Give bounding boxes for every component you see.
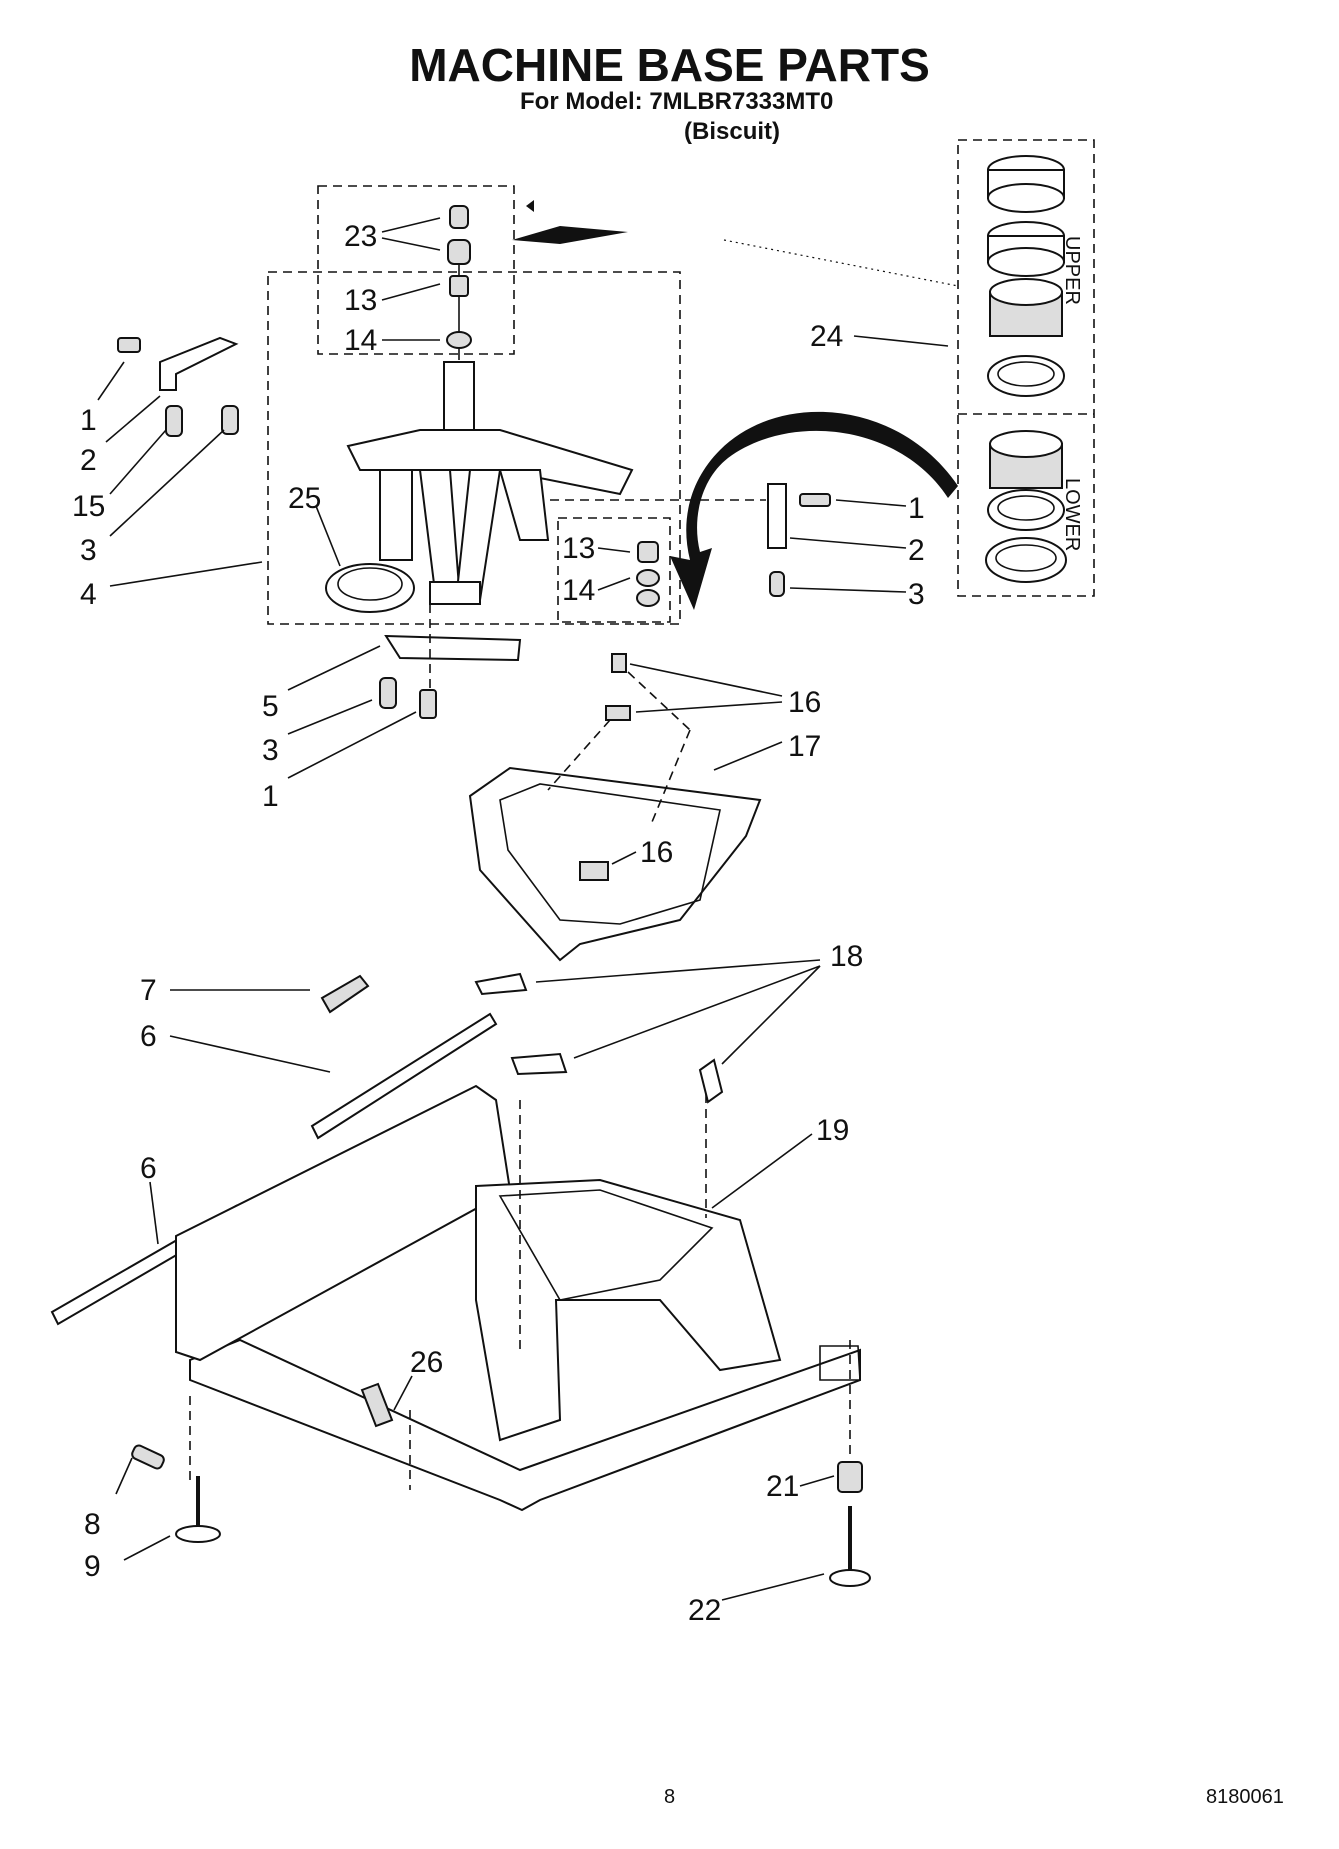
left-bracket-parts (117, 336, 239, 437)
callout-8: 8 (84, 1508, 101, 1541)
callout-17: 17 (788, 730, 821, 763)
callout-1-right: 1 (908, 492, 925, 525)
clutch-lower-parts (985, 430, 1067, 583)
doc-number: 8180061 (1206, 1786, 1284, 1808)
part-1-bolt-right (799, 493, 831, 507)
part-18-pad-c (698, 1058, 724, 1104)
part-2-bracket-left (159, 336, 239, 391)
part-22-foot (829, 1569, 871, 1587)
part-13 (449, 275, 469, 297)
part-25-ring (325, 563, 415, 613)
part-19-crossmember (475, 1178, 782, 1442)
lower-label: LOWER (1061, 478, 1083, 551)
model-line: For Model: 7MLBR7333MT0 (520, 88, 834, 115)
callout-1-left: 1 (80, 404, 97, 437)
page-title: MACHINE BASE PARTS (409, 39, 930, 91)
part-15-spring (165, 405, 183, 437)
base-casting (346, 361, 634, 605)
base-frame (175, 1084, 861, 1512)
part-21-nut (837, 1461, 863, 1493)
part-16-clip-upper (611, 653, 627, 673)
part-17-frame (468, 653, 762, 962)
callout-13-lower: 13 (562, 532, 595, 565)
large-curved-arrow (670, 411, 958, 610)
callout-13-upper: 13 (344, 284, 377, 317)
part-6-rail-upper (310, 1012, 498, 1140)
lower-snubber-parts (636, 541, 660, 607)
snubber-group-box (317, 185, 515, 355)
callout-4: 4 (80, 578, 97, 611)
part-23-lower (447, 239, 471, 265)
callout-3-left: 3 (80, 534, 97, 567)
page-number: 8 (664, 1786, 676, 1808)
snubber-parts (446, 205, 472, 360)
part-3-spring-right (769, 571, 785, 597)
part-23-upper (449, 205, 469, 229)
part-7-spring (320, 974, 370, 1014)
callout-7: 7 (140, 974, 157, 1007)
callout-21: 21 (766, 1470, 799, 1503)
part-2-bracket-right (767, 483, 787, 549)
part-14 (446, 331, 472, 349)
callout-14-lower: 14 (562, 574, 595, 607)
base-assembly-box (267, 271, 681, 625)
callout-22: 22 (688, 1594, 721, 1627)
casting-leg (418, 469, 462, 601)
part-1-bolt-left (117, 337, 141, 353)
callout-3-right: 3 (908, 578, 925, 611)
snubber-group-box-lower (557, 517, 671, 623)
part-16-clip-lower (579, 861, 609, 881)
callout-16-upper: 16 (788, 686, 821, 719)
leveling-parts (131, 1382, 871, 1587)
callout-26: 26 (410, 1346, 443, 1379)
part-5-bracket (384, 634, 522, 662)
clutch-inset-box (957, 139, 1095, 597)
color-line: (Biscuit) (684, 118, 780, 145)
callout-24: 24 (810, 320, 843, 353)
callout-25: 25 (288, 482, 321, 515)
callout-2-left: 2 (80, 444, 97, 477)
callout-6-upper: 6 (140, 1020, 157, 1053)
left-side-frame (175, 1084, 512, 1362)
callout-2-right: 2 (908, 534, 925, 567)
part-16-clip-mid (605, 705, 631, 721)
callout-1-lower: 1 (262, 780, 279, 813)
right-bracket-parts (550, 483, 831, 597)
callout-15: 15 (72, 490, 105, 523)
callout-23: 23 (344, 220, 377, 253)
upper-label: UPPER (1061, 236, 1083, 305)
part-18-pad-b (510, 1052, 568, 1076)
callout-16-lower: 16 (640, 836, 673, 869)
clutch-upper-parts (987, 155, 1065, 397)
part-3-spring-left (221, 405, 239, 435)
part-18-pad-a (474, 972, 528, 996)
part-3-spring-lower (379, 677, 397, 709)
callout-19: 19 (816, 1114, 849, 1147)
callout-5: 5 (262, 690, 279, 723)
callout-9: 9 (84, 1550, 101, 1583)
part-9-foot (175, 1525, 221, 1543)
part-8-pin (131, 1444, 165, 1470)
callout-6-lower: 6 (140, 1152, 157, 1185)
callout-14-upper: 14 (344, 324, 377, 357)
lower-hanger-parts (379, 604, 522, 719)
inset-leader (723, 239, 959, 287)
leader-lines (97, 217, 949, 1601)
callout-18: 18 (830, 940, 863, 973)
pointer-arrow (512, 226, 628, 244)
part-1-bolt-lower (419, 689, 437, 719)
part-26-clip (360, 1382, 394, 1428)
callout-numbers: 23 13 14 24 1 2 15 3 4 25 13 14 1 2 3 5 … (72, 220, 925, 1627)
callout-3-lower: 3 (262, 734, 279, 767)
triangle-marker (526, 200, 534, 212)
